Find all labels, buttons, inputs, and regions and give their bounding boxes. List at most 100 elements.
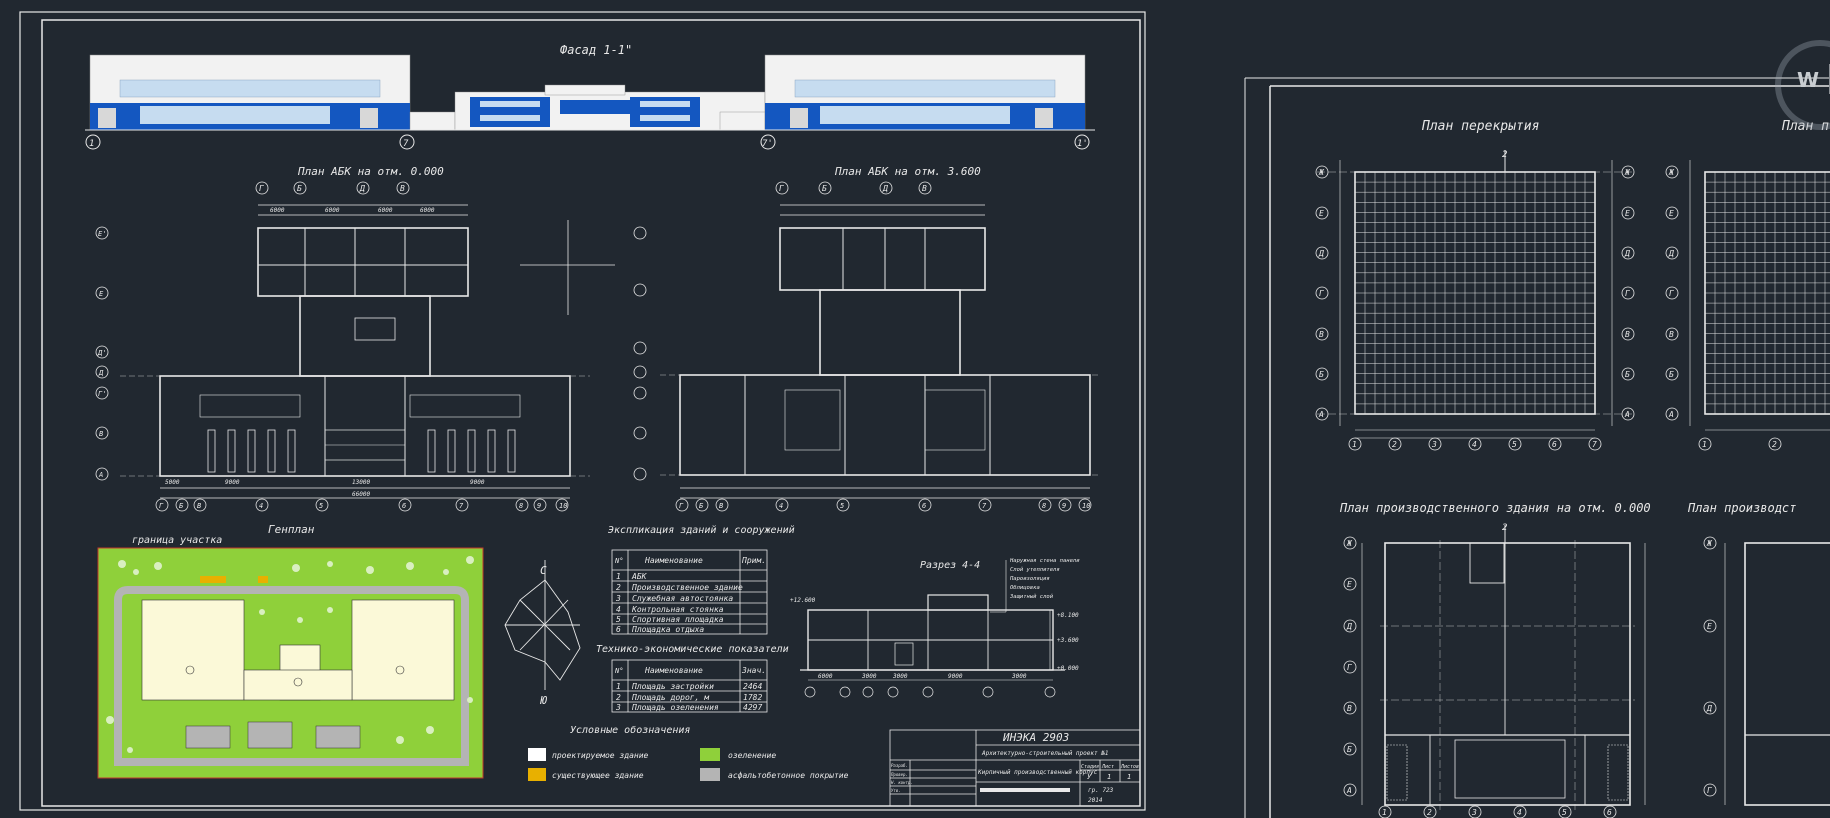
- axis-bubble-label: Е: [1625, 209, 1630, 218]
- section-note: Пароизоляция: [1009, 576, 1050, 582]
- plan-prod: [1361, 525, 1646, 810]
- crosshair-cursor: [520, 220, 615, 315]
- plan2-axis-bottom: Б: [699, 502, 704, 510]
- section-cut-mark: 2: [1502, 523, 1507, 533]
- legend-swatch-asphalt: [700, 768, 720, 781]
- axis-bubble: [1558, 805, 1572, 818]
- axis-bubble: [1315, 407, 1329, 421]
- plan2-axis-bottom: 5: [840, 502, 844, 510]
- axis-bubble: [1348, 437, 1362, 451]
- stamp-stage: У: [1087, 773, 1092, 781]
- legend: Условные обозначения проектируемое здани…: [528, 724, 849, 781]
- axis-bubble: [1665, 286, 1679, 300]
- explication-header: N°: [614, 557, 623, 565]
- plan1-dim: 6000: [420, 207, 435, 214]
- axis-bubble-label: В: [1347, 704, 1352, 713]
- left-sheet: Фасад 1-1": [19, 11, 1146, 811]
- axis-bubble: [1388, 437, 1402, 451]
- legend-swatch-new: [528, 748, 546, 761]
- facade-axis-label: 1: [89, 139, 94, 149]
- stamp-col-header: Стадия: [1081, 764, 1099, 770]
- axis-bubble: [1665, 206, 1679, 220]
- section-mark: ±0.000: [1057, 665, 1079, 672]
- axis-bubble-label: 3: [1431, 440, 1437, 449]
- axis-bubble-label: 3: [1471, 808, 1477, 817]
- plan-prod-title-partial: План производст: [1687, 501, 1796, 515]
- plan1-axis-top: В: [400, 184, 405, 193]
- axis-bubble: [1315, 165, 1329, 179]
- axis-bubble-label: 7: [1592, 440, 1597, 449]
- axis-bubble: [1703, 783, 1717, 797]
- facade-axis-label: 1': [1077, 139, 1088, 149]
- section-cut-mark: 2: [1502, 150, 1507, 160]
- plan1-dim: 6000: [378, 207, 393, 214]
- plan1-axis-top: Б: [297, 184, 302, 193]
- axis-bubble-label: Ж: [1318, 168, 1325, 177]
- axis-bubble-label: 6: [1607, 808, 1612, 817]
- stamp-row-label: Разраб.: [891, 763, 908, 768]
- plan1-dim: 5000: [165, 479, 180, 486]
- plan1-axis-bottom: 4: [259, 502, 263, 510]
- wind-rose: С Ю: [504, 560, 581, 707]
- axis-bubble: [1343, 577, 1357, 591]
- section-mark: +12.600: [790, 597, 816, 604]
- axis-bubble: [1468, 805, 1482, 818]
- axis-bubble: [1665, 407, 1679, 421]
- plan1-dim: 9000: [470, 479, 485, 486]
- axis-bubble-label: Д: [1346, 622, 1352, 631]
- stamp-code: ИНЭКА 2903: [1002, 731, 1069, 744]
- facade-axis-label: 7: [403, 139, 409, 149]
- tep-header: N°: [614, 667, 623, 675]
- axis-bubble-label: 2: [1427, 808, 1432, 817]
- explication-cell: Служебная автостоянка: [632, 593, 733, 603]
- section-4-4: Разрез 4-4 +12.600 +8.100 +3.600 ±0.000: [790, 558, 1080, 698]
- axis-bubble: [1378, 805, 1392, 818]
- tep-cell: 1782: [743, 693, 762, 702]
- plan2-axis-bottom: Г: [679, 502, 684, 510]
- plan1-axis-left: В: [99, 430, 103, 438]
- axis-bubble-label: Д: [1706, 704, 1712, 713]
- stamp-org: гр. 723: [1088, 787, 1114, 794]
- axis-bubble: [1698, 437, 1712, 451]
- axis-bubble-label: Б: [1319, 370, 1324, 379]
- explication-cell: 5: [616, 615, 621, 624]
- facade-axis-label: 7': [762, 139, 773, 149]
- section-mark: +3.600: [1057, 637, 1079, 644]
- axis-bubble-label: Д: [1318, 249, 1324, 258]
- tep-title: Технико-экономические показатели: [596, 644, 789, 655]
- axis-bubble-label: В: [1625, 330, 1630, 339]
- axis-bubble-label: 1: [1352, 440, 1357, 449]
- title-block: ИНЭКА 2903 Архитектурно-строительный про…: [889, 729, 1141, 807]
- axis-bubble-label: Г: [1347, 663, 1353, 672]
- stamp-object: Кирпичный производственный корпус: [977, 769, 1098, 776]
- axis-bubble-label: Б: [1669, 370, 1674, 379]
- tep-header: Знач.: [741, 666, 766, 675]
- axis-bubble: [1665, 165, 1679, 179]
- axis-bubble-label: В: [1319, 330, 1324, 339]
- axis-bubble: [1621, 367, 1635, 381]
- explication-header: Наименование: [644, 556, 703, 565]
- facade-title: Фасад 1-1": [560, 43, 632, 57]
- explication-cell: 2: [616, 583, 621, 592]
- legend-label: озеленение: [728, 751, 776, 760]
- plan1-axis-bottom: Г: [159, 502, 164, 510]
- axis-bubble-label: В: [1669, 330, 1674, 339]
- axis-bubble: [1428, 437, 1442, 451]
- axis-bubble-label: Д: [1668, 249, 1674, 258]
- explication-cell: 1: [616, 572, 621, 581]
- plan-abk-3600: План АБК на отм. 3.600: [633, 165, 1100, 512]
- axis-bubble-label: 5: [1562, 808, 1567, 817]
- explication-cell: Площадка отдыха: [631, 625, 704, 634]
- stamp-row-label: Н. контр.: [890, 780, 913, 785]
- axis-bubble-label: А: [1318, 410, 1324, 419]
- plan1-axis-left: Е': [98, 230, 106, 238]
- plan1-dim: 9000: [225, 479, 240, 486]
- tep-cell: 2464: [743, 682, 762, 691]
- plan1-axis-top: Г: [259, 184, 265, 193]
- axis-bubble: [1621, 206, 1635, 220]
- section-dim: 3000: [892, 673, 908, 680]
- site-border-label: граница участка: [132, 535, 222, 546]
- axis-bubble: [1548, 437, 1562, 451]
